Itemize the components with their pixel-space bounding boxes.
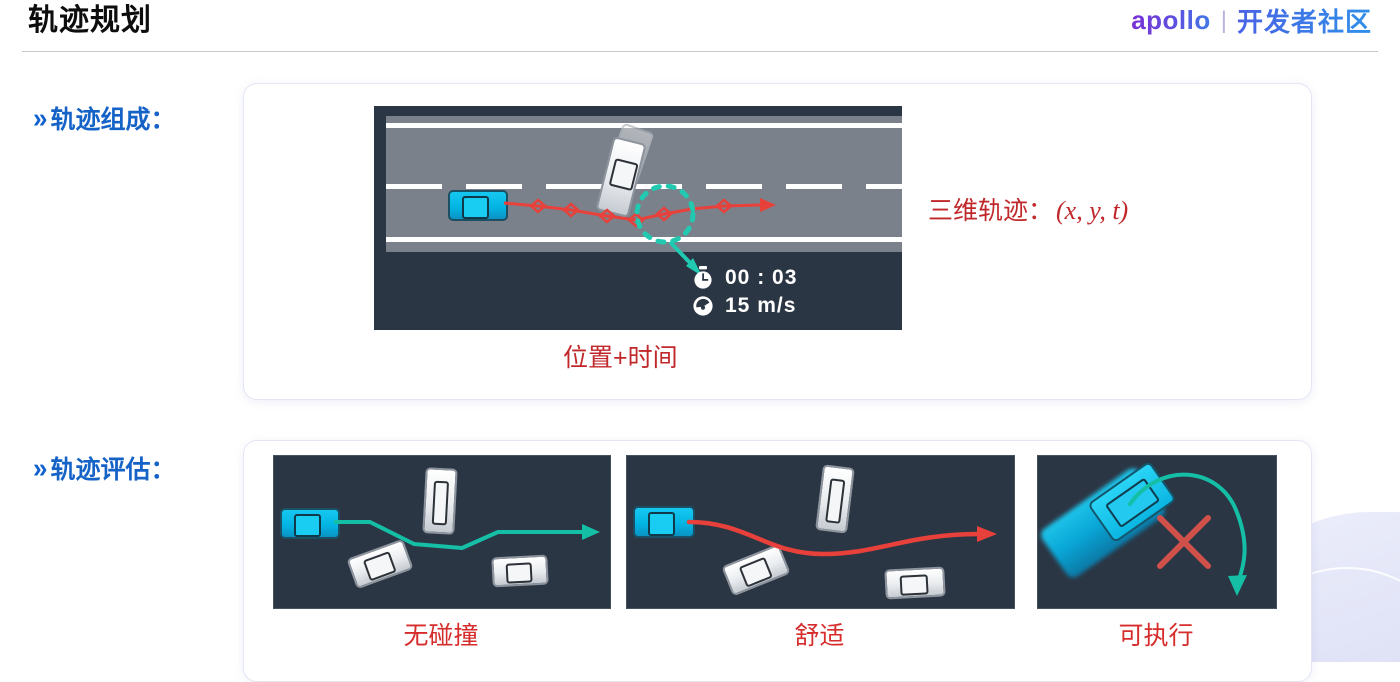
waypoint-highlight-circle xyxy=(634,183,696,245)
trajectory-waypoints xyxy=(529,198,733,228)
page-title: 轨迹规划 xyxy=(28,4,152,37)
planned-path-overlay xyxy=(686,519,997,557)
hud-pointer-arrow-head xyxy=(686,258,702,276)
lane-edge-line-top xyxy=(386,123,902,128)
eval-panel-comfortable xyxy=(626,455,1015,609)
ego-vehicle-car xyxy=(280,508,340,539)
double-chevron-icon: » xyxy=(33,102,48,134)
stopwatch-icon xyxy=(694,266,712,289)
section-label-evaluate: » 轨迹评估： xyxy=(33,450,175,486)
lane-dash xyxy=(706,184,762,189)
card-trajectory-composition: 00 : 03 15 m/s xyxy=(243,83,1312,400)
trajectory-overlay xyxy=(503,183,776,276)
planned-path-arrow-head xyxy=(1228,575,1247,596)
lane-edge-line-bottom xyxy=(386,237,902,242)
planned-path-zigzag xyxy=(334,520,584,550)
planned-path-overlay xyxy=(1128,472,1247,596)
trajectory-arrow-head xyxy=(760,198,776,212)
annotation-3d-math: (x, y, t) xyxy=(1056,196,1129,225)
planned-path-overlay xyxy=(334,520,600,550)
lane-dash xyxy=(866,184,902,189)
planned-path-arrow-head xyxy=(977,526,997,542)
brand-separator: | xyxy=(1220,6,1227,34)
brand-name-community: 开发者社区 xyxy=(1237,2,1372,39)
section-label-compose: » 轨迹组成： xyxy=(33,100,175,136)
header-divider xyxy=(22,51,1378,52)
eval-panel-executable xyxy=(1037,455,1277,609)
hud-time-value: 00 : 03 xyxy=(725,266,798,289)
road-merge-scene: 00 : 03 15 m/s xyxy=(374,106,902,330)
section-label-evaluate-text: 轨迹评估： xyxy=(50,456,176,484)
planned-path-smooth xyxy=(686,519,982,557)
hud-time-row: 00 : 03 xyxy=(692,266,797,290)
reject-cross-icon xyxy=(1157,515,1211,569)
eval-caption-comfortable: 舒适 xyxy=(794,622,845,650)
eval-panel-no-collision xyxy=(273,455,611,609)
lane-dash xyxy=(786,184,842,189)
lane-dash xyxy=(386,184,442,189)
double-chevron-icon: » xyxy=(33,452,48,484)
brand-name-apollo: apollo xyxy=(1131,5,1211,35)
brand-logo: apollo | 开发者社区 xyxy=(1131,2,1372,39)
speedometer-icon xyxy=(693,296,713,316)
annotation-3d-text: 三维轨迹： xyxy=(928,197,1054,225)
hud-panel: 00 : 03 15 m/s xyxy=(692,266,797,322)
hud-speed-value: 15 m/s xyxy=(725,294,797,317)
hud-speed-row: 15 m/s xyxy=(692,294,797,318)
eval-caption-executable: 可执行 xyxy=(1118,622,1194,650)
lane-dash xyxy=(466,184,522,189)
section-label-compose-text: 轨迹组成： xyxy=(50,106,176,134)
card-trajectory-evaluation: 无碰撞 舒适 可执行 xyxy=(243,440,1312,682)
eval-caption-no-collision: 无碰撞 xyxy=(403,622,479,650)
ego-vehicle-car xyxy=(448,190,508,221)
caption-position-time: 位置+时间 xyxy=(563,344,678,372)
lane-dash xyxy=(546,184,602,189)
planned-path-u-turn xyxy=(1128,472,1247,584)
annotation-3d-trajectory: 三维轨迹：(x, y, t) xyxy=(928,191,1128,227)
planned-path-arrow-head xyxy=(582,524,600,540)
